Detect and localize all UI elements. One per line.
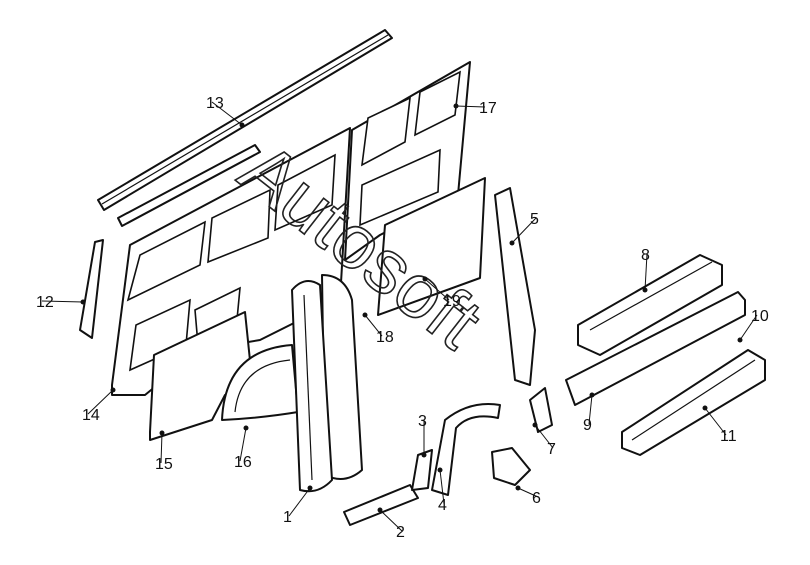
callout-leader-line [704,407,727,436]
callout-leader-line [211,101,243,126]
callout-number: 6 [532,490,541,507]
arch-reinforcement [431,403,501,496]
callout-14: 14 [82,387,116,424]
callout-number: 9 [583,417,592,434]
callout-anchor-dot [307,485,313,491]
small-brace [529,387,553,433]
callout-number: 4 [438,497,447,514]
callout-number: 17 [479,100,497,117]
callout-number: 18 [376,329,394,346]
callout-number: 11 [720,428,737,445]
callout-number: 14 [82,407,100,424]
callout-13: 13 [206,95,245,128]
callout-11: 11 [702,405,737,445]
callout-leader-line [439,469,445,505]
callout-15: 15 [155,430,173,473]
callout-number: 19 [443,293,461,310]
callout-number: 12 [36,294,54,311]
callout-number: 16 [234,454,252,471]
callout-leader-line [87,389,114,415]
callout-leader-line [379,509,403,532]
callout-1: 1 [283,485,313,526]
callout-18: 18 [362,312,394,346]
callout-number: 2 [396,524,405,541]
callout-leader-line [739,314,758,341]
callout-leader-line [644,253,648,291]
side-panel-rear [111,127,351,396]
callout-leader-line [517,487,539,498]
inner-trim-panel [377,177,486,316]
callout-anchor-dot [509,240,515,246]
wheel-arch [221,344,299,421]
callout-17: 17 [453,100,497,117]
callout-anchor-dot [377,507,383,513]
callout-8: 8 [641,247,650,293]
side-sill [565,291,746,406]
callout-number: 8 [641,247,650,264]
rear-corner-pillar [79,239,104,339]
callout-2: 2 [377,507,405,541]
callout-anchor-dot [737,337,743,343]
callout-5: 5 [509,211,539,246]
side-panel-front [344,61,471,261]
callout-leader-line [364,314,383,337]
callout-number: 10 [751,308,769,325]
rear-floor-section [621,349,766,456]
callout-anchor-dot [437,467,443,473]
callout-anchor-dot [80,299,86,305]
callout-16: 16 [234,425,252,471]
callout-number: 1 [283,509,292,526]
center-pillar [321,274,363,480]
callout-number: 3 [418,413,427,430]
callout-12: 12 [36,294,86,311]
lower-bracket [343,484,419,526]
callout-3: 3 [418,413,427,458]
callout-anchor-dot [421,452,427,458]
callout-number: 7 [547,441,556,458]
floor-panel [577,254,723,356]
short-roof-rail [117,144,261,227]
callout-leader-line [534,424,554,449]
roof-rail-strip [97,29,393,211]
callout-9: 9 [583,392,595,434]
callout-anchor-dot [515,485,521,491]
small-bracket [411,449,433,491]
callout-19: 19 [422,276,461,310]
callout-anchor-dot [110,387,116,393]
callout-anchor-dot [159,430,165,436]
callout-anchor-dot [422,276,428,282]
callout-6: 6 [515,485,541,507]
callout-leader-line [588,394,593,425]
callout-anchor-dot [243,425,249,431]
callout-leader-line [455,105,486,108]
callout-leader-line [511,217,537,244]
mounting-bracket [491,447,531,486]
callout-number: 5 [530,211,539,228]
b-pillar [291,280,333,493]
callout-anchor-dot [532,422,538,428]
callout-anchor-dot [589,392,595,398]
callout-anchor-dot [239,122,245,128]
callout-anchor-dot [362,312,368,318]
callout-leader-line [160,432,163,464]
callout-leader-line [239,427,247,462]
a-pillar [494,187,536,386]
callout-anchor-dot [453,103,459,109]
callout-anchor-dot [702,405,708,411]
callout-anchor-dot [642,287,648,293]
callout-4: 4 [437,467,447,514]
callout-leader-line [424,278,450,301]
callout-leader-line [41,300,84,303]
callout-number: 13 [206,95,224,112]
callout-leader-line [288,487,311,517]
callout-10: 10 [737,308,769,343]
callout-number: 15 [155,456,173,473]
callout-7: 7 [532,422,556,458]
